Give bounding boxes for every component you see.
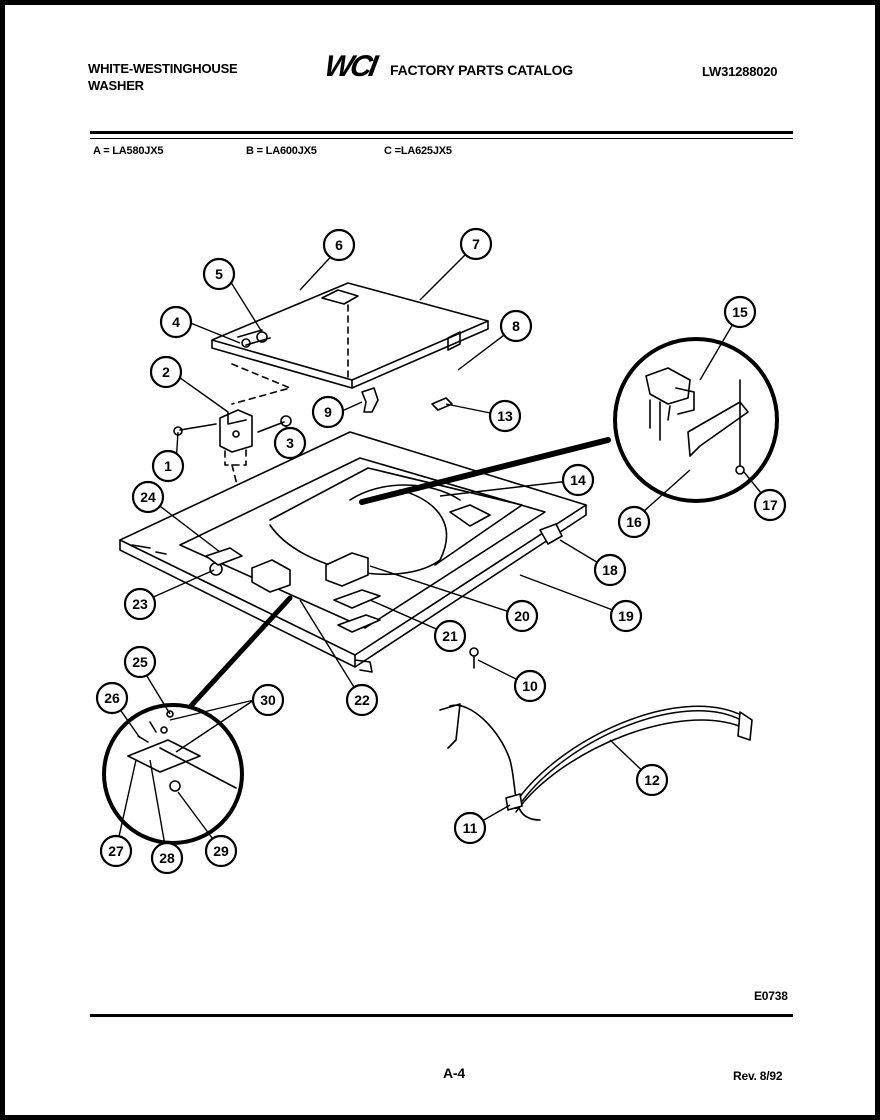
svg-text:24: 24 xyxy=(140,489,156,505)
revision-date: Rev. 8/92 xyxy=(733,1069,783,1083)
svg-text:26: 26 xyxy=(104,690,120,706)
callout-26: 26 xyxy=(95,681,129,715)
callout-16: 16 xyxy=(617,505,651,539)
svg-text:23: 23 xyxy=(132,596,148,612)
detail-inset-upper xyxy=(613,337,779,503)
svg-text:14: 14 xyxy=(570,472,586,488)
svg-text:18: 18 xyxy=(602,562,618,578)
control-bracket-part xyxy=(325,552,369,587)
svg-text:4: 4 xyxy=(172,314,180,330)
catalog-number: LW31288020 xyxy=(702,64,778,79)
callout-3: 3 xyxy=(273,426,307,460)
callout-6: 6 xyxy=(322,228,356,262)
callout-4: 4 xyxy=(159,305,193,339)
hinge-bracket-part xyxy=(539,523,563,545)
callout-23: 23 xyxy=(123,587,157,621)
callout-10: 10 xyxy=(513,669,547,703)
callout-17: 17 xyxy=(753,488,787,522)
callout-14: 14 xyxy=(561,463,595,497)
brand-name: WHITE-WESTINGHOUSE xyxy=(88,61,238,76)
callout-21: 21 xyxy=(433,619,467,653)
svg-text:2: 2 xyxy=(162,364,170,380)
svg-text:20: 20 xyxy=(514,608,530,624)
cover-plate-part xyxy=(333,589,381,609)
callout-13: 13 xyxy=(488,399,522,433)
callout-18: 18 xyxy=(593,553,627,587)
svg-text:10: 10 xyxy=(522,678,538,694)
svg-text:25: 25 xyxy=(132,654,148,670)
detail-inset-lower xyxy=(102,703,244,845)
callout-8: 8 xyxy=(499,309,533,343)
svg-text:28: 28 xyxy=(159,850,175,866)
svg-text:12: 12 xyxy=(644,772,660,788)
svg-text:13: 13 xyxy=(497,408,513,424)
callout-12: 12 xyxy=(635,763,669,797)
latch-part xyxy=(251,559,291,593)
header-rule-thick xyxy=(90,131,793,134)
callout-11: 11 xyxy=(453,811,487,845)
drain-hose-part xyxy=(439,647,753,821)
model-a: A = LA580JX5 xyxy=(93,145,164,157)
inset-pointer-lower xyxy=(175,595,293,723)
inset-pointer-upper xyxy=(359,437,611,505)
svg-text:21: 21 xyxy=(442,628,458,644)
svg-text:19: 19 xyxy=(618,608,634,624)
diagram-code: E0738 xyxy=(754,989,788,1003)
switch-clip-part xyxy=(361,387,379,413)
callout-25: 25 xyxy=(123,645,157,679)
svg-text:3: 3 xyxy=(286,435,294,451)
svg-text:30: 30 xyxy=(260,692,276,708)
callout-28: 28 xyxy=(150,841,184,875)
callout-30: 30 xyxy=(251,683,285,717)
svg-text:16: 16 xyxy=(626,514,642,530)
svg-text:22: 22 xyxy=(354,692,370,708)
page-number: A-4 xyxy=(443,1065,465,1081)
model-c: C =LA625JX5 xyxy=(384,145,452,157)
catalog-title: FACTORY PARTS CATALOG xyxy=(390,62,573,78)
svg-text:27: 27 xyxy=(108,843,124,859)
svg-text:1: 1 xyxy=(164,458,172,474)
callout-7: 7 xyxy=(459,227,493,261)
model-b: B = LA600JX5 xyxy=(246,145,317,157)
washer-top-part xyxy=(119,431,587,673)
svg-text:9: 9 xyxy=(324,404,332,420)
brand-block: WHITE-WESTINGHOUSE WASHER xyxy=(88,60,238,94)
callout-15: 15 xyxy=(723,295,757,329)
svg-text:15: 15 xyxy=(732,304,748,320)
svg-text:8: 8 xyxy=(512,318,520,334)
callout-2: 2 xyxy=(149,355,183,389)
svg-text:17: 17 xyxy=(762,497,778,513)
lid-part xyxy=(211,282,489,389)
hinge-part xyxy=(173,409,292,453)
callout-1: 1 xyxy=(151,449,185,483)
retainer-part xyxy=(431,397,453,411)
callout-29: 29 xyxy=(204,834,238,868)
callout-27: 27 xyxy=(99,834,133,868)
svg-text:5: 5 xyxy=(215,266,223,282)
svg-text:11: 11 xyxy=(463,820,478,836)
header-rule-thin xyxy=(90,138,793,139)
svg-text:29: 29 xyxy=(213,843,229,859)
svg-text:7: 7 xyxy=(472,236,480,252)
callout-24: 24 xyxy=(131,480,165,514)
callout-bubbles: 1 2 3 4 5 6 7 8 9 10 11 12 13 14 15 16 1… xyxy=(95,227,787,875)
callout-20: 20 xyxy=(505,599,539,633)
callout-19: 19 xyxy=(609,599,643,633)
callout-5: 5 xyxy=(202,257,236,291)
callout-22: 22 xyxy=(345,683,379,717)
footer-rule xyxy=(90,1014,793,1017)
callout-9: 9 xyxy=(311,395,345,429)
svg-text:6: 6 xyxy=(335,237,343,253)
appliance-type: WASHER xyxy=(88,78,144,93)
